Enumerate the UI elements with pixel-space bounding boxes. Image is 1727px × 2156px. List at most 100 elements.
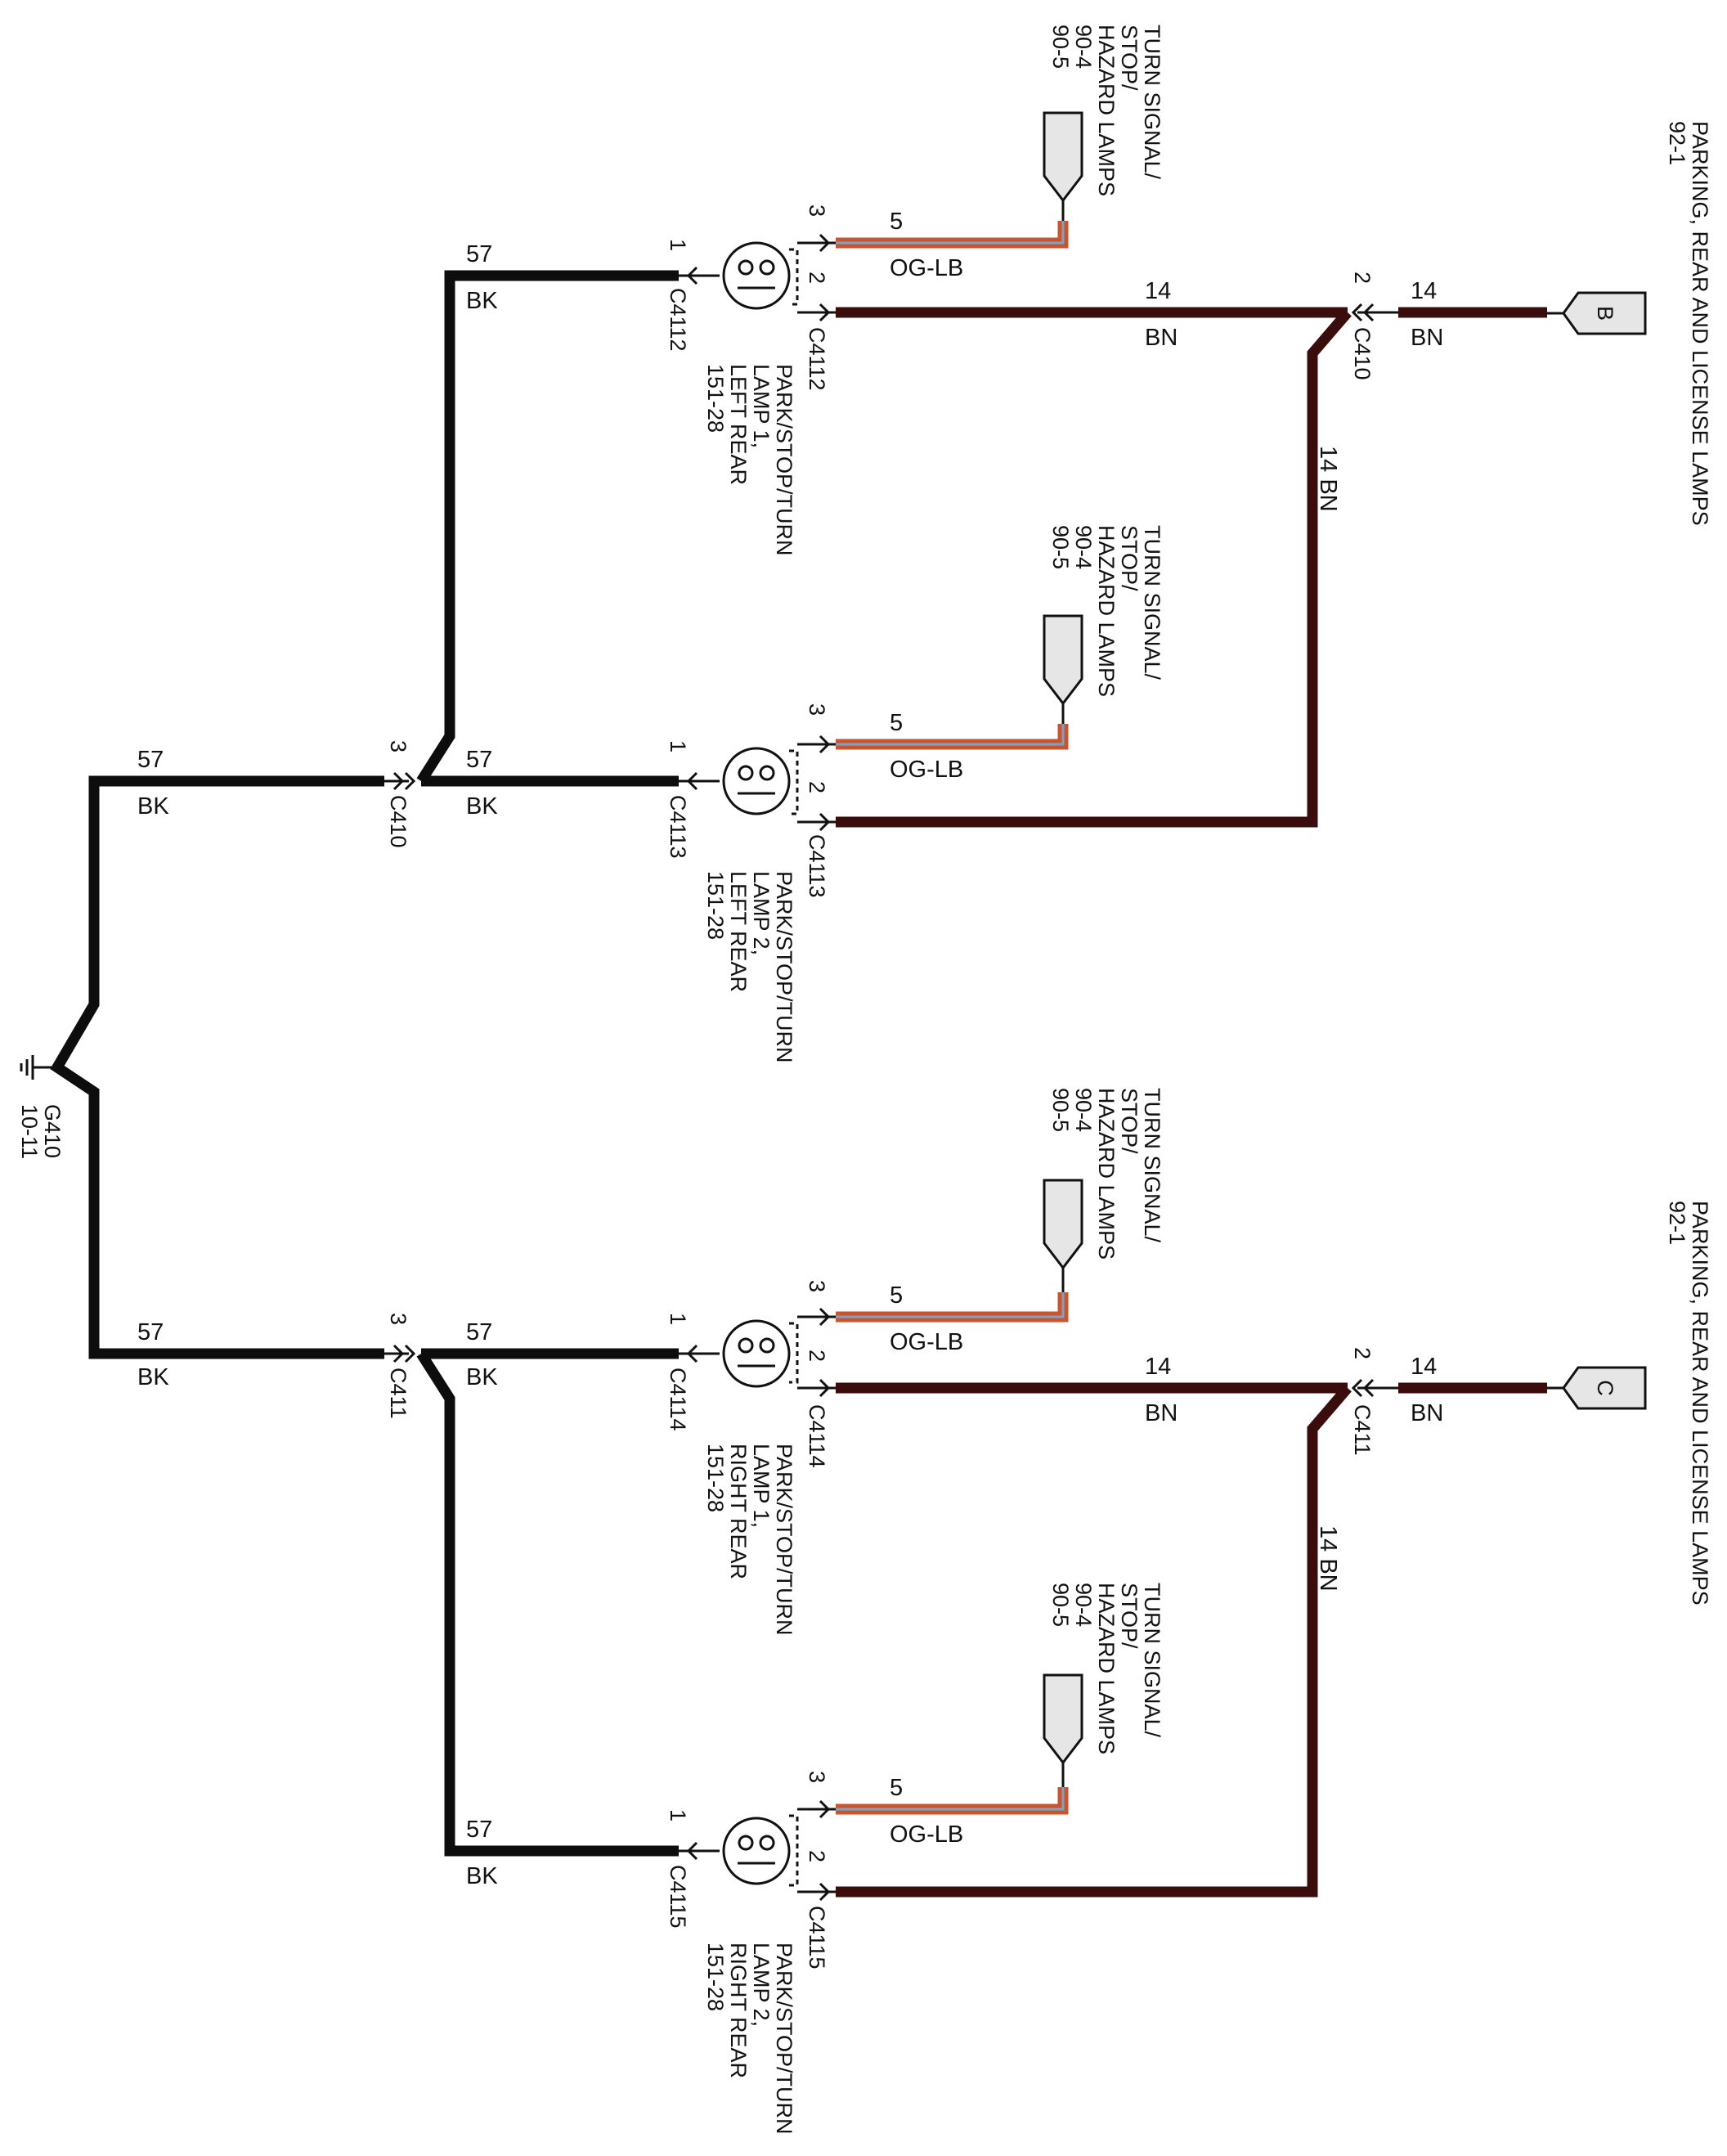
splice-c411-right: C411 bbox=[1350, 1404, 1375, 1456]
turn-signal-connectors bbox=[1043, 111, 1083, 1787]
svg-text:BK: BK bbox=[466, 1364, 498, 1390]
svg-text:HAZARD LAMPS: HAZARD LAMPS bbox=[1094, 525, 1119, 697]
svg-text:BK: BK bbox=[466, 793, 498, 820]
svg-text:151-28: 151-28 bbox=[703, 1943, 728, 2011]
svg-text:90-4: 90-4 bbox=[1071, 525, 1096, 569]
svg-text:57: 57 bbox=[466, 1817, 492, 1843]
bn-vertical-label-top: 14 BN bbox=[1315, 446, 1341, 512]
svg-text:PARKING, REAR AND LICENSE LAMP: PARKING, REAR AND LICENSE LAMPS bbox=[1688, 121, 1712, 526]
turn-connector-2 bbox=[1043, 614, 1083, 706]
connector-c4115-ground: C4115 bbox=[666, 1865, 690, 1929]
bn-vertical-label-bottom: 14 BN bbox=[1315, 1525, 1341, 1592]
svg-text:STOP/: STOP/ bbox=[1117, 1088, 1142, 1154]
splice-c410-right: C410 bbox=[1350, 327, 1375, 380]
svg-text:14: 14 bbox=[1145, 1354, 1171, 1380]
svg-text:90-5: 90-5 bbox=[1048, 525, 1073, 569]
pin-c4112-1: 1 bbox=[666, 239, 690, 251]
svg-text:14: 14 bbox=[1411, 1354, 1437, 1380]
splice-c411-left: C411 bbox=[386, 1368, 410, 1419]
og-wire-lamp1-right bbox=[836, 1292, 1069, 1323]
pin-c4113-2: 2 bbox=[805, 781, 829, 793]
connector-c4112-feed: C4112 bbox=[805, 327, 829, 391]
svg-text:5: 5 bbox=[890, 209, 903, 235]
svg-text:90-4: 90-4 bbox=[1071, 25, 1096, 69]
lamp-symbols bbox=[679, 233, 836, 1902]
svg-text:BK: BK bbox=[137, 1364, 169, 1390]
turn-signal-label-2: TURN SIGNAL/ STOP/ HAZARD LAMPS 90-4 90-… bbox=[1048, 525, 1164, 697]
pin-c4115-2: 2 bbox=[805, 1850, 829, 1862]
bn-wire-top-lamp2 bbox=[836, 308, 1352, 828]
off-page-connector-b bbox=[1562, 291, 1647, 335]
svg-text:HAZARD LAMPS: HAZARD LAMPS bbox=[1094, 25, 1119, 196]
connector-c-label: C bbox=[1593, 1380, 1617, 1396]
svg-text:BN: BN bbox=[1145, 325, 1178, 351]
svg-text:STOP/: STOP/ bbox=[1117, 525, 1142, 591]
svg-text:90-5: 90-5 bbox=[1048, 1088, 1073, 1132]
svg-text:OG-LB: OG-LB bbox=[890, 255, 963, 281]
svg-text:LAMP 1,: LAMP 1, bbox=[749, 364, 774, 448]
svg-text:OG-LB: OG-LB bbox=[890, 757, 963, 783]
svg-text:10-11: 10-11 bbox=[17, 1104, 42, 1159]
svg-text:RIGHT REAR: RIGHT REAR bbox=[726, 1943, 751, 2078]
lamp-c4115 bbox=[679, 1799, 836, 1902]
svg-text:BK: BK bbox=[466, 288, 498, 314]
lamp-label-c4114: PARK/STOP/TURN LAMP 1, RIGHT REAR 151-28 bbox=[703, 1444, 796, 1636]
svg-text:5: 5 bbox=[890, 710, 903, 736]
svg-text:LEFT REAR: LEFT REAR bbox=[726, 364, 751, 485]
pin-c4114-2: 2 bbox=[805, 1350, 829, 1362]
svg-text:PARK/STOP/TURN: PARK/STOP/TURN bbox=[772, 871, 796, 1063]
turn-connector-1 bbox=[1043, 111, 1083, 203]
park-feed-harness bbox=[836, 307, 1547, 1898]
svg-text:5: 5 bbox=[890, 1282, 903, 1309]
lamp-c4112 bbox=[679, 233, 836, 322]
og-wire-lamp2-left bbox=[836, 724, 1069, 750]
lamp-label-c4112: PARK/STOP/TURN LAMP 1, LEFT REAR 151-28 bbox=[703, 364, 796, 556]
svg-text:57: 57 bbox=[466, 241, 492, 267]
pin-c4113-1: 1 bbox=[666, 740, 690, 752]
pin-c4112-2: 2 bbox=[805, 272, 829, 284]
svg-text:90-5: 90-5 bbox=[1048, 25, 1073, 69]
wire-labels: 57 BK 57 BK 57 BK 57 BK 57 BK 57 BK 5 OG… bbox=[137, 209, 1443, 1889]
ground-harness bbox=[50, 270, 679, 1857]
svg-text:57: 57 bbox=[137, 1319, 164, 1345]
svg-text:HAZARD LAMPS: HAZARD LAMPS bbox=[1094, 1088, 1119, 1260]
svg-text:90-4: 90-4 bbox=[1071, 1088, 1096, 1132]
off-page-label-top: PARKING, REAR AND LICENSE LAMPS 92-1 bbox=[1665, 121, 1712, 526]
svg-text:OG-LB: OG-LB bbox=[890, 1329, 963, 1355]
svg-text:G410: G410 bbox=[40, 1104, 65, 1158]
svg-text:151-28: 151-28 bbox=[703, 871, 728, 940]
lamp-c4113 bbox=[679, 734, 836, 832]
ground-symbol bbox=[20, 1055, 57, 1080]
turn-signal-label-1: TURN SIGNAL/ STOP/ HAZARD LAMPS 90-4 90-… bbox=[1048, 25, 1164, 196]
svg-text:LAMP 2,: LAMP 2, bbox=[749, 871, 774, 955]
turn-feed-harness bbox=[836, 221, 1069, 1815]
svg-text:57: 57 bbox=[466, 747, 492, 773]
svg-text:57: 57 bbox=[466, 1319, 492, 1345]
turn-connector-3 bbox=[1043, 1179, 1083, 1270]
svg-text:90-5: 90-5 bbox=[1048, 1583, 1073, 1627]
pin-c4114-3: 3 bbox=[805, 1280, 829, 1292]
svg-text:BK: BK bbox=[137, 793, 169, 820]
off-page-connectors bbox=[1547, 291, 1647, 1410]
connector-b-label: B bbox=[1593, 306, 1617, 321]
connector-c4112-ground: C4112 bbox=[666, 288, 690, 352]
lamp-c4114 bbox=[679, 1307, 836, 1398]
connector-c4114-ground: C4114 bbox=[666, 1368, 690, 1431]
svg-text:57: 57 bbox=[137, 747, 164, 773]
svg-text:PARK/STOP/TURN: PARK/STOP/TURN bbox=[772, 1444, 796, 1636]
connector-c4114-feed: C4114 bbox=[805, 1404, 829, 1468]
pin-c4113-3: 3 bbox=[805, 703, 829, 716]
connector-c4113-feed: C4113 bbox=[805, 834, 829, 898]
turn-signal-label-4: TURN SIGNAL/ STOP/ HAZARD LAMPS 90-4 90-… bbox=[1048, 1583, 1164, 1754]
svg-text:STOP/: STOP/ bbox=[1117, 1583, 1142, 1649]
ground-label: G410 10-11 bbox=[17, 1104, 65, 1159]
svg-text:92-1: 92-1 bbox=[1665, 1201, 1689, 1245]
pin-c4115-1: 1 bbox=[666, 1809, 690, 1821]
pin-arrows bbox=[384, 303, 1398, 1398]
svg-text:151-28: 151-28 bbox=[703, 364, 728, 433]
svg-text:LAMP 2,: LAMP 2, bbox=[749, 1943, 774, 2027]
bk-wire-main-left bbox=[50, 775, 384, 1359]
svg-text:14: 14 bbox=[1145, 278, 1171, 304]
svg-text:RIGHT REAR: RIGHT REAR bbox=[726, 1444, 751, 1579]
svg-text:TURN SIGNAL/: TURN SIGNAL/ bbox=[1140, 1583, 1164, 1738]
